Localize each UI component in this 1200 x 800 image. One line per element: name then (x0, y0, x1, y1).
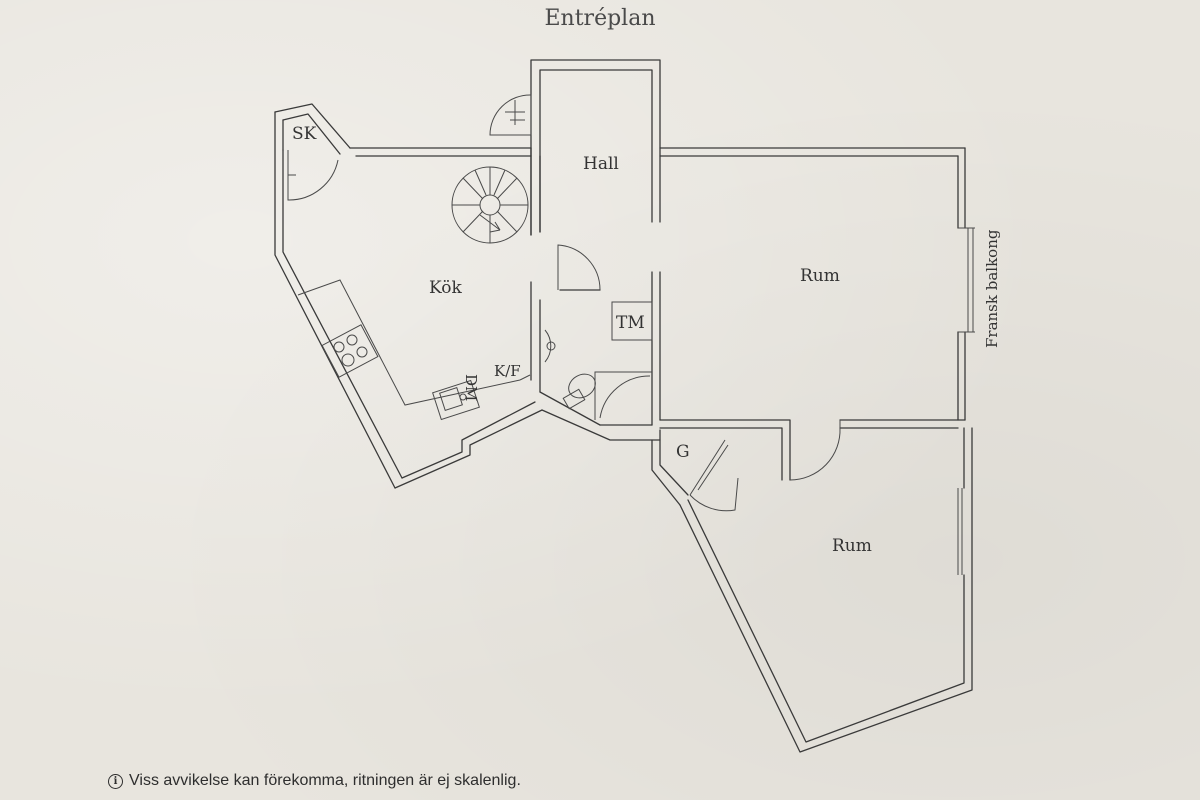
label-hall: Hall (583, 154, 619, 174)
disclaimer: i Viss avvikelse kan förekomma, ritninge… (108, 772, 521, 790)
label-g: G (676, 442, 690, 462)
label-dm: DM (462, 374, 480, 401)
label-sk: SK (292, 124, 317, 144)
walls (274, 59, 975, 753)
label-tm: TM (616, 313, 645, 333)
spiral-staircase (451, 166, 529, 244)
disclaimer-text: Viss avvikelse kan förekomma, ritningen … (129, 772, 521, 789)
label-rum-lower: Rum (832, 536, 872, 556)
label-kok: Kök (429, 278, 462, 298)
label-balcony: Fransk balkong (983, 229, 1001, 348)
plan-title: Entréplan (544, 6, 656, 31)
label-rum-upper: Rum (800, 266, 840, 286)
info-icon: i (108, 773, 123, 789)
label-kf: K/F (494, 362, 521, 380)
